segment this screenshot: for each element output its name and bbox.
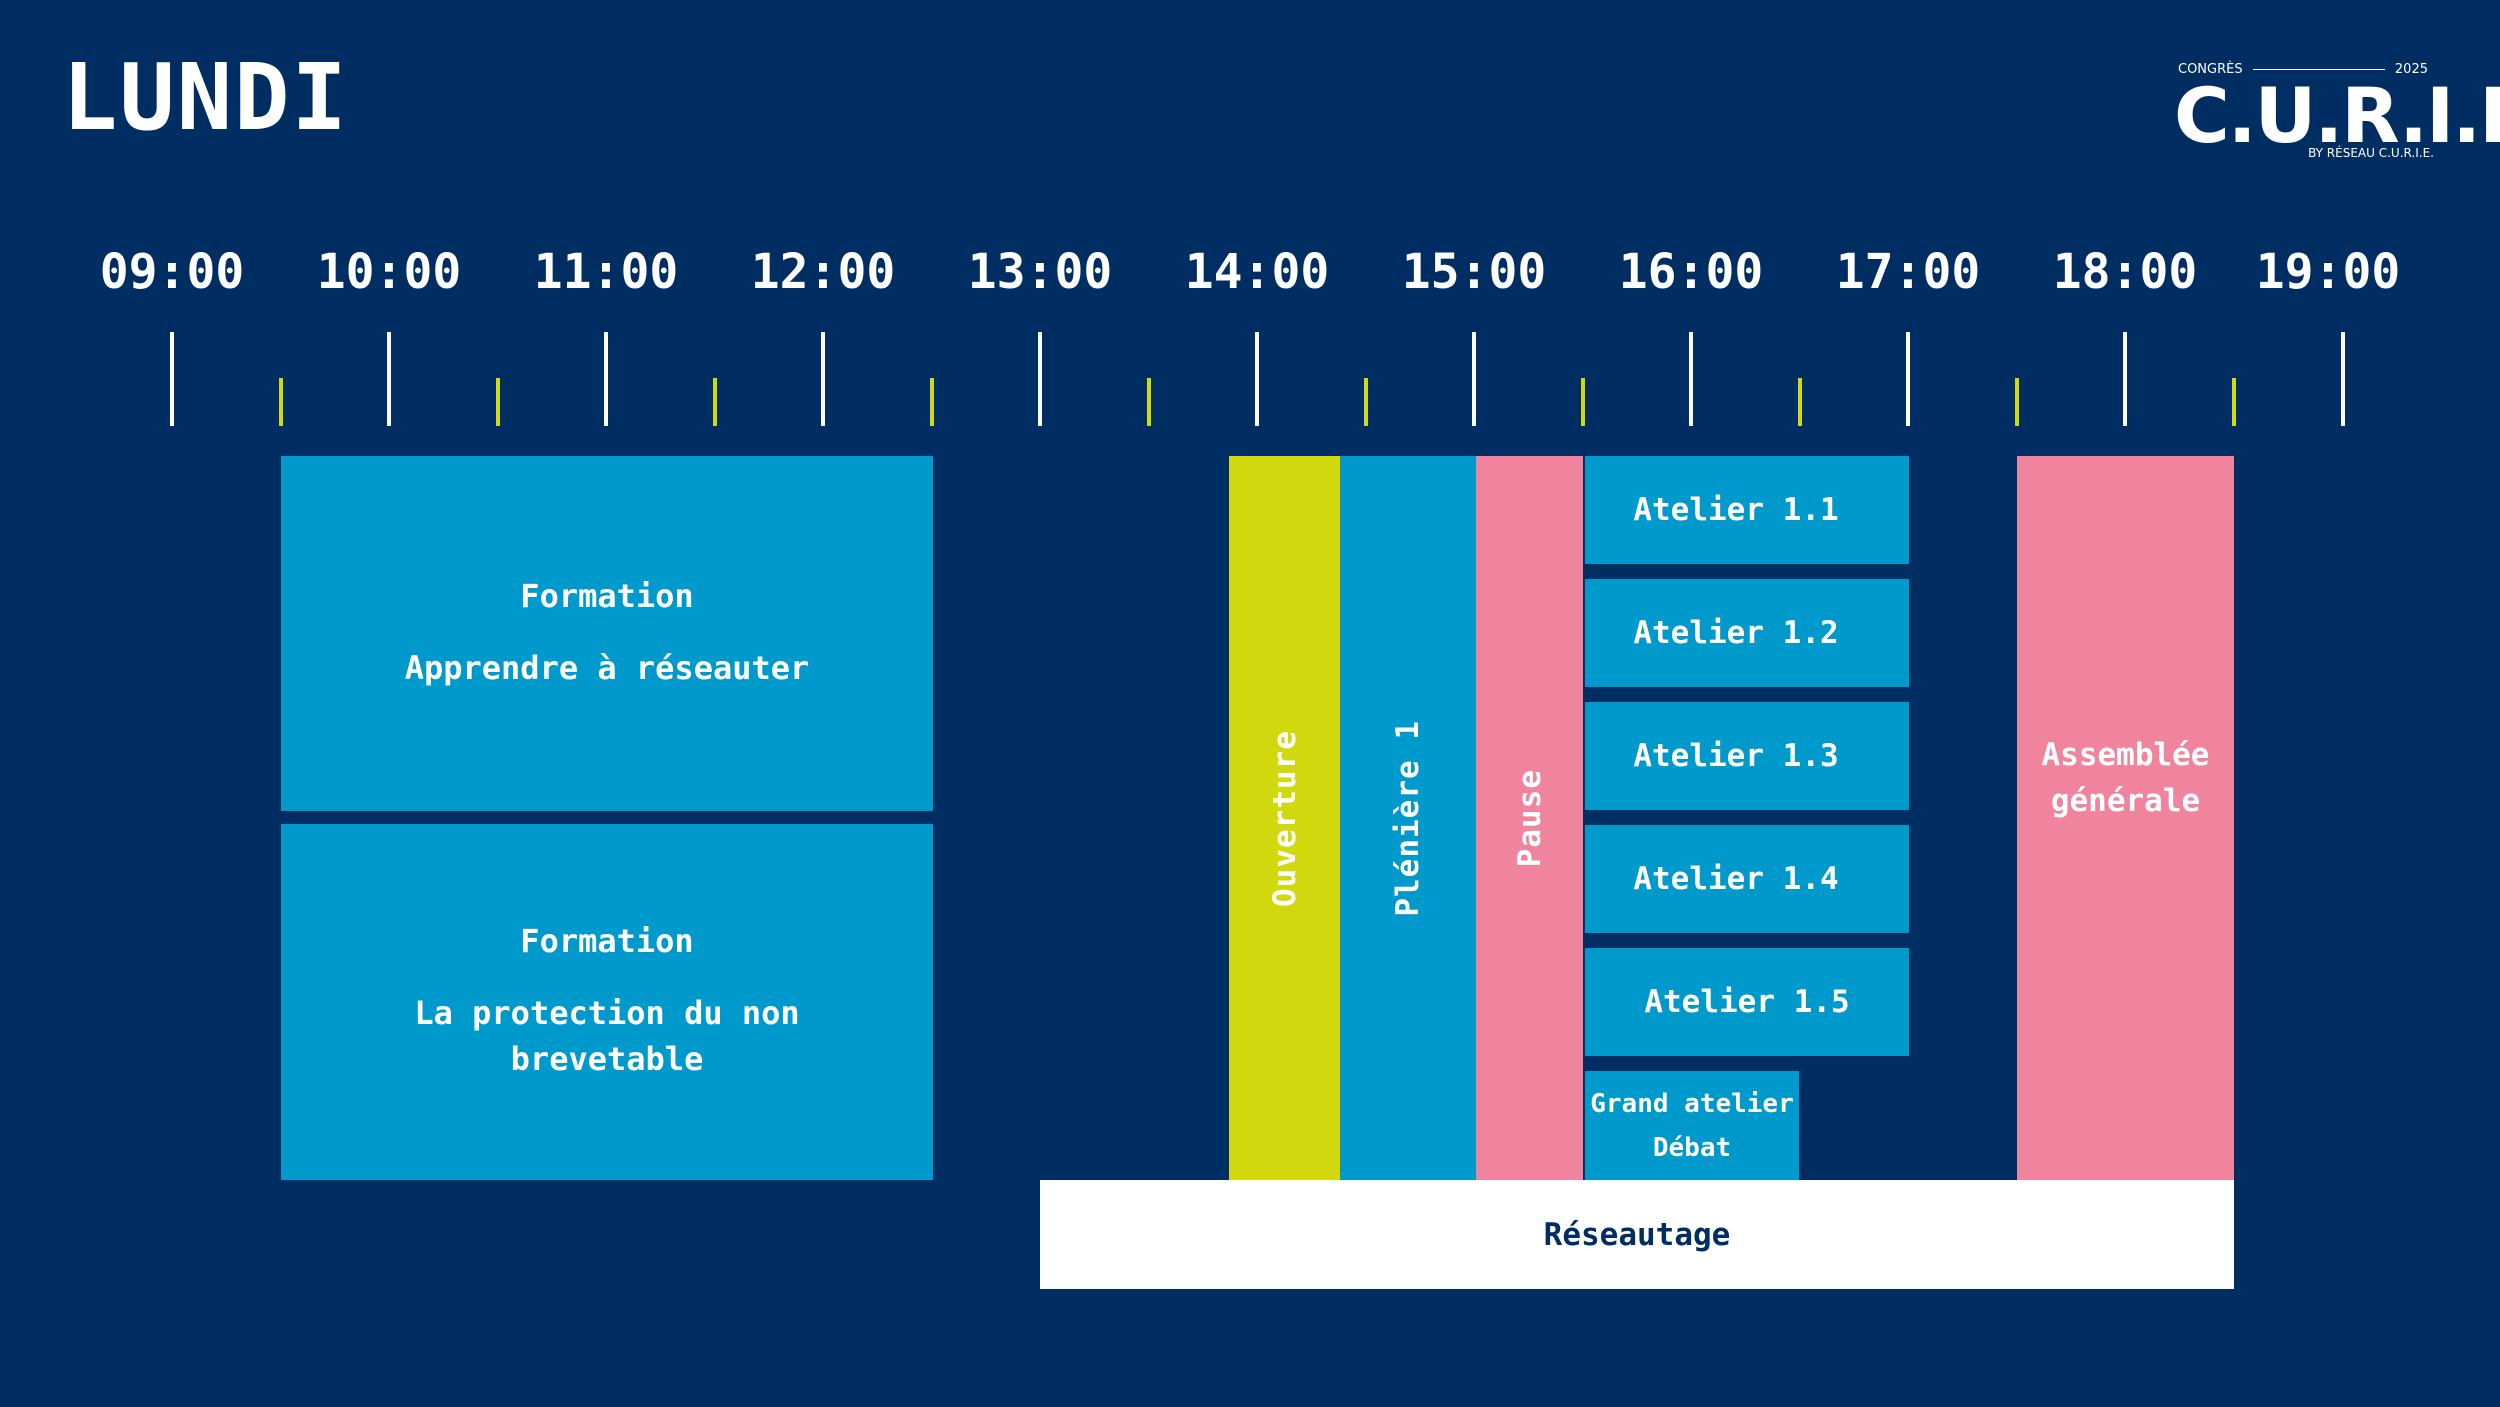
session-atelier-1-5[interactable]: Atelier 1.5 [1585,948,1909,1056]
session-assemblee-generale[interactable]: Assemblée générale [2017,456,2234,1180]
session-grand-atelier[interactable]: Grand atelier Débat [1585,1071,1799,1180]
hour-tick [1472,332,1476,426]
day-title: LUNDI [62,44,349,151]
hour-tick [604,332,608,426]
session-atelier-1-3[interactable]: Atelier 1.3 [1585,702,1909,810]
hour-label-1500: 15:00 [1401,244,1547,300]
half-hour-tick [1581,378,1585,426]
session-title: Formation [520,922,694,960]
hour-tick [821,332,825,426]
logo-top-row: CONGRÈS 2025 [2178,62,2428,77]
half-hour-tick [1798,378,1802,426]
session-label: Réseautage [1543,1216,1731,1253]
hour-tick [1906,332,1910,426]
hour-label-1700: 17:00 [1835,244,1981,300]
hour-tick [2341,332,2345,426]
session-atelier-1-2[interactable]: Atelier 1.2 [1585,579,1909,687]
session-label: Atelier 1.1 [1633,492,1839,528]
half-hour-tick [2232,378,2236,426]
hour-label-1600: 16:00 [1618,244,1764,300]
hour-label-1400: 14:00 [1184,244,1330,300]
logo-congres-label: CONGRÈS [2178,62,2243,77]
session-ouverture[interactable]: Ouverture [1229,456,1340,1180]
half-hour-tick [279,378,283,426]
half-hour-tick [930,378,934,426]
curie-logo: CONGRÈS 2025 C.U.R.I.E. BY RÉSEAU C.U.R.… [2170,58,2500,168]
hour-label-0900: 09:00 [99,244,245,300]
hour-tick [1038,332,1042,426]
hour-label-1100: 11:00 [533,244,679,300]
session-label: Ouverture [1266,729,1303,907]
half-hour-tick [2015,378,2019,426]
session-title: Formation [520,576,694,615]
session-label: Pause [1511,768,1548,868]
hour-label-1800: 18:00 [2052,244,2198,300]
session-sublabel: Débat [1652,1132,1732,1163]
hour-tick [1255,332,1259,426]
session-pleniere-1[interactable]: Plénière 1 [1340,456,1476,1180]
hour-tick [170,332,174,426]
half-hour-tick [1147,378,1151,426]
session-pause[interactable]: Pause [1476,456,1583,1180]
hour-label-1300: 13:00 [967,244,1113,300]
session-subtitle: La protection du non brevetable [414,994,800,1078]
session-label: Plénière 1 [1390,719,1426,917]
logo-wordmark: C.U.R.I.E. [2174,71,2500,160]
hour-tick [387,332,391,426]
session-label: Assemblée générale [2041,737,2210,819]
session-atelier-1-4[interactable]: Atelier 1.4 [1585,825,1909,933]
session-label: Atelier 1.5 [1644,984,1850,1020]
session-atelier-1-1[interactable]: Atelier 1.1 [1585,456,1909,564]
session-label: Atelier 1.2 [1633,615,1839,651]
session-formation-reseauter[interactable]: Formation Apprendre à réseauter [281,456,933,811]
hour-tick [2123,332,2127,426]
hour-label-1200: 12:00 [750,244,896,300]
logo-byline: BY RÉSEAU C.U.R.I.E. [2308,146,2434,160]
hour-label-1900: 19:00 [2255,244,2401,300]
half-hour-tick [713,378,717,426]
session-label: Atelier 1.3 [1633,738,1839,774]
logo-year-label: 2025 [2394,62,2428,77]
logo-rule [2252,69,2385,70]
session-formation-protection[interactable]: Formation La protection du non brevetabl… [281,824,933,1180]
session-label: Atelier 1.4 [1633,861,1839,897]
session-label: Grand atelier [1590,1088,1794,1119]
hour-tick [1689,332,1693,426]
session-subtitle: Apprendre à réseauter [404,648,810,687]
hour-label-1000: 10:00 [316,244,462,300]
half-hour-tick [496,378,500,426]
half-hour-tick [1364,378,1368,426]
session-reseautage[interactable]: Réseautage [1040,1180,2234,1289]
